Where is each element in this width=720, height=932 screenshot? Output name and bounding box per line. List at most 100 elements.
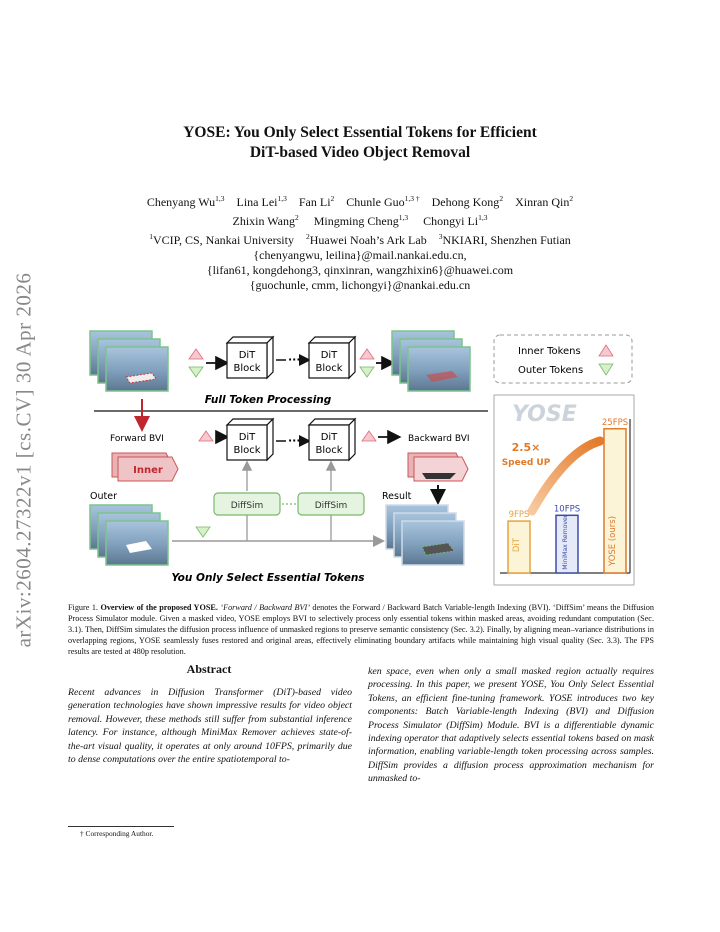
abstract-left-column: Recent advances in Diffusion Transformer… [68,687,352,766]
result-label: Result [382,491,412,502]
affiliation-line: 1VCIP, CS, Nankai University 2Huawei Noa… [80,229,640,248]
full-token-label: Full Token Processing [205,394,332,406]
dit-block: DiT Block [307,335,357,380]
fps-value-label: 25FPS [602,418,628,428]
title-line-2: DiT-based Video Object Removal [249,144,471,161]
author-line-1: Chenyang Wu1,3 Lina Lei1,3 Fan Li2 Chunl… [80,191,640,210]
author-name: Lina Lei [236,195,278,209]
author-sup: 2 [499,194,504,203]
author-name: Chunle Guo [346,195,405,209]
affiliation: NKIARI, Shenzhen Futian [442,233,571,247]
caption-title: Overview of the proposed YOSE. [100,603,218,612]
figure-caption: Figure 1. Overview of the proposed YOSE.… [68,602,654,657]
affiliation-sup: 2 [305,232,310,241]
arxiv-sidebar-stamp: arXiv:2604.27322v1 [cs.CV] 30 Apr 2026 [4,230,44,690]
dit-label: Block [315,445,342,456]
yose-label: You Only Select Essential Tokens [171,572,364,584]
outer-frames [89,504,169,566]
caption-text: denotes the Forward / Backward Batch Var… [68,603,654,657]
footnote-rule [68,826,174,827]
author-line-2: Zhixin Wang2 Mingming Cheng1,3 Chongyi L… [80,210,640,229]
dit-block: DiT Block [307,417,357,462]
overview-diagram: DiT Block ··· DiT Block Full Token Proce… [89,330,635,586]
outer-token-icon [359,366,375,378]
dit-label: Block [233,445,260,456]
author-name: Fan Li [298,195,331,209]
author-sup: 2 [569,194,574,203]
dit-label: Block [315,363,342,374]
outer-token-icon [598,363,614,376]
ellipsis: ··· [288,353,301,366]
dit-label: DiT [321,350,338,361]
outer-token-icon [188,366,204,378]
arxiv-id: arXiv:2604.27322v1 [cs.CV] 30 Apr 2026 [11,272,36,648]
affiliation-sup: 1 [149,232,153,241]
output-frames-top [391,330,471,392]
affiliation: Huawei Noah’s Ark Lab [309,233,427,247]
legend-outer-label: Outer Tokens [518,365,583,376]
outer-token-icon [195,526,211,538]
forward-bvi-label: Forward BVI [110,434,164,444]
yose-logo: YOSE [512,402,577,427]
caption-label: Figure 1. [68,603,98,612]
speedup-text: Speed UP [502,458,551,468]
legend-box [493,334,633,384]
fps-bar [555,514,579,574]
title-line-1: YOSE: You Only Select Essential Tokens f… [183,124,537,141]
overview-figure: DiT Block ··· DiT Block Full Token Proce… [86,327,648,595]
restored-inner-stack [407,452,469,482]
inner-token-icon [198,430,214,442]
inner-tag: Inner [133,465,163,476]
dit-block: DiT Block [225,417,275,462]
fps-value-label: 10FPS [554,504,580,514]
paper-title: YOSE: You Only Select Essential Tokens f… [80,123,640,163]
inner-token-stack: Inner [111,452,179,482]
fps-category-label: MiniMax Remover [562,514,569,570]
author-name: Chenyang Wu [146,195,216,209]
email-line: {lifan61, kongdehong3, qinxinran, wangzh… [206,263,514,277]
author-name: Mingming Cheng [313,214,399,228]
outer-label: Outer [90,491,117,502]
dit-label: DiT [321,432,338,443]
speedup-value: 2.5× [512,441,541,454]
affiliation-sup: 3 [438,232,443,241]
dit-label: DiT [239,432,256,443]
email-line: {guochunle, cmm, lichongyi}@nankai.edu.c… [249,278,471,292]
abstract-right-column: ken space, even when only a small masked… [368,666,654,785]
dit-label: DiT [239,350,256,361]
footnote: † Corresponding Author. [80,829,154,838]
fps-category-label: DiT [512,537,522,552]
inner-token-icon [359,348,375,360]
inner-token-icon [188,348,204,360]
legend-inner-label: Inner Tokens [518,346,581,357]
speedup-arc [527,436,605,516]
author-sup: 2 [330,194,335,203]
diffsim-label: DiffSim [315,501,348,511]
fps-value-label: 9FPS [509,510,530,520]
abstract-heading: Abstract [186,662,232,676]
author-sup: 1,3 [478,213,488,222]
result-frames [385,504,465,566]
dit-block: DiT Block [225,335,275,380]
inner-token-icon [598,344,614,357]
input-frames-top [89,330,169,392]
diffsim-label: DiffSim [231,501,264,511]
backward-bvi-label: Backward BVI [408,434,470,444]
caption-em: ‘Forward / Backward BVI’ [220,603,310,612]
fps-bar [603,428,627,574]
author-name: Dehong Kong [431,195,500,209]
fps-bar [507,520,531,574]
email-line: {chenyangwu, leilina}@mail.nankai.edu.cn… [253,248,467,262]
author-name: Zhixin Wang [232,214,295,228]
ellipsis: ··· [288,434,301,447]
inner-token-icon [361,430,377,442]
fps-category-label: YOSE (ours) [608,516,618,567]
author-name: Xinran Qin [515,195,570,209]
author-name: Chongyi Li [423,214,479,228]
author-sup: 2 [294,213,299,222]
author-sup: 1,3 † [404,194,420,203]
author-sup: 1,3 [215,194,225,203]
author-sup: 1,3 [398,213,409,222]
author-block: Chenyang Wu1,3 Lina Lei1,3 Fan Li2 Chunl… [80,191,640,293]
